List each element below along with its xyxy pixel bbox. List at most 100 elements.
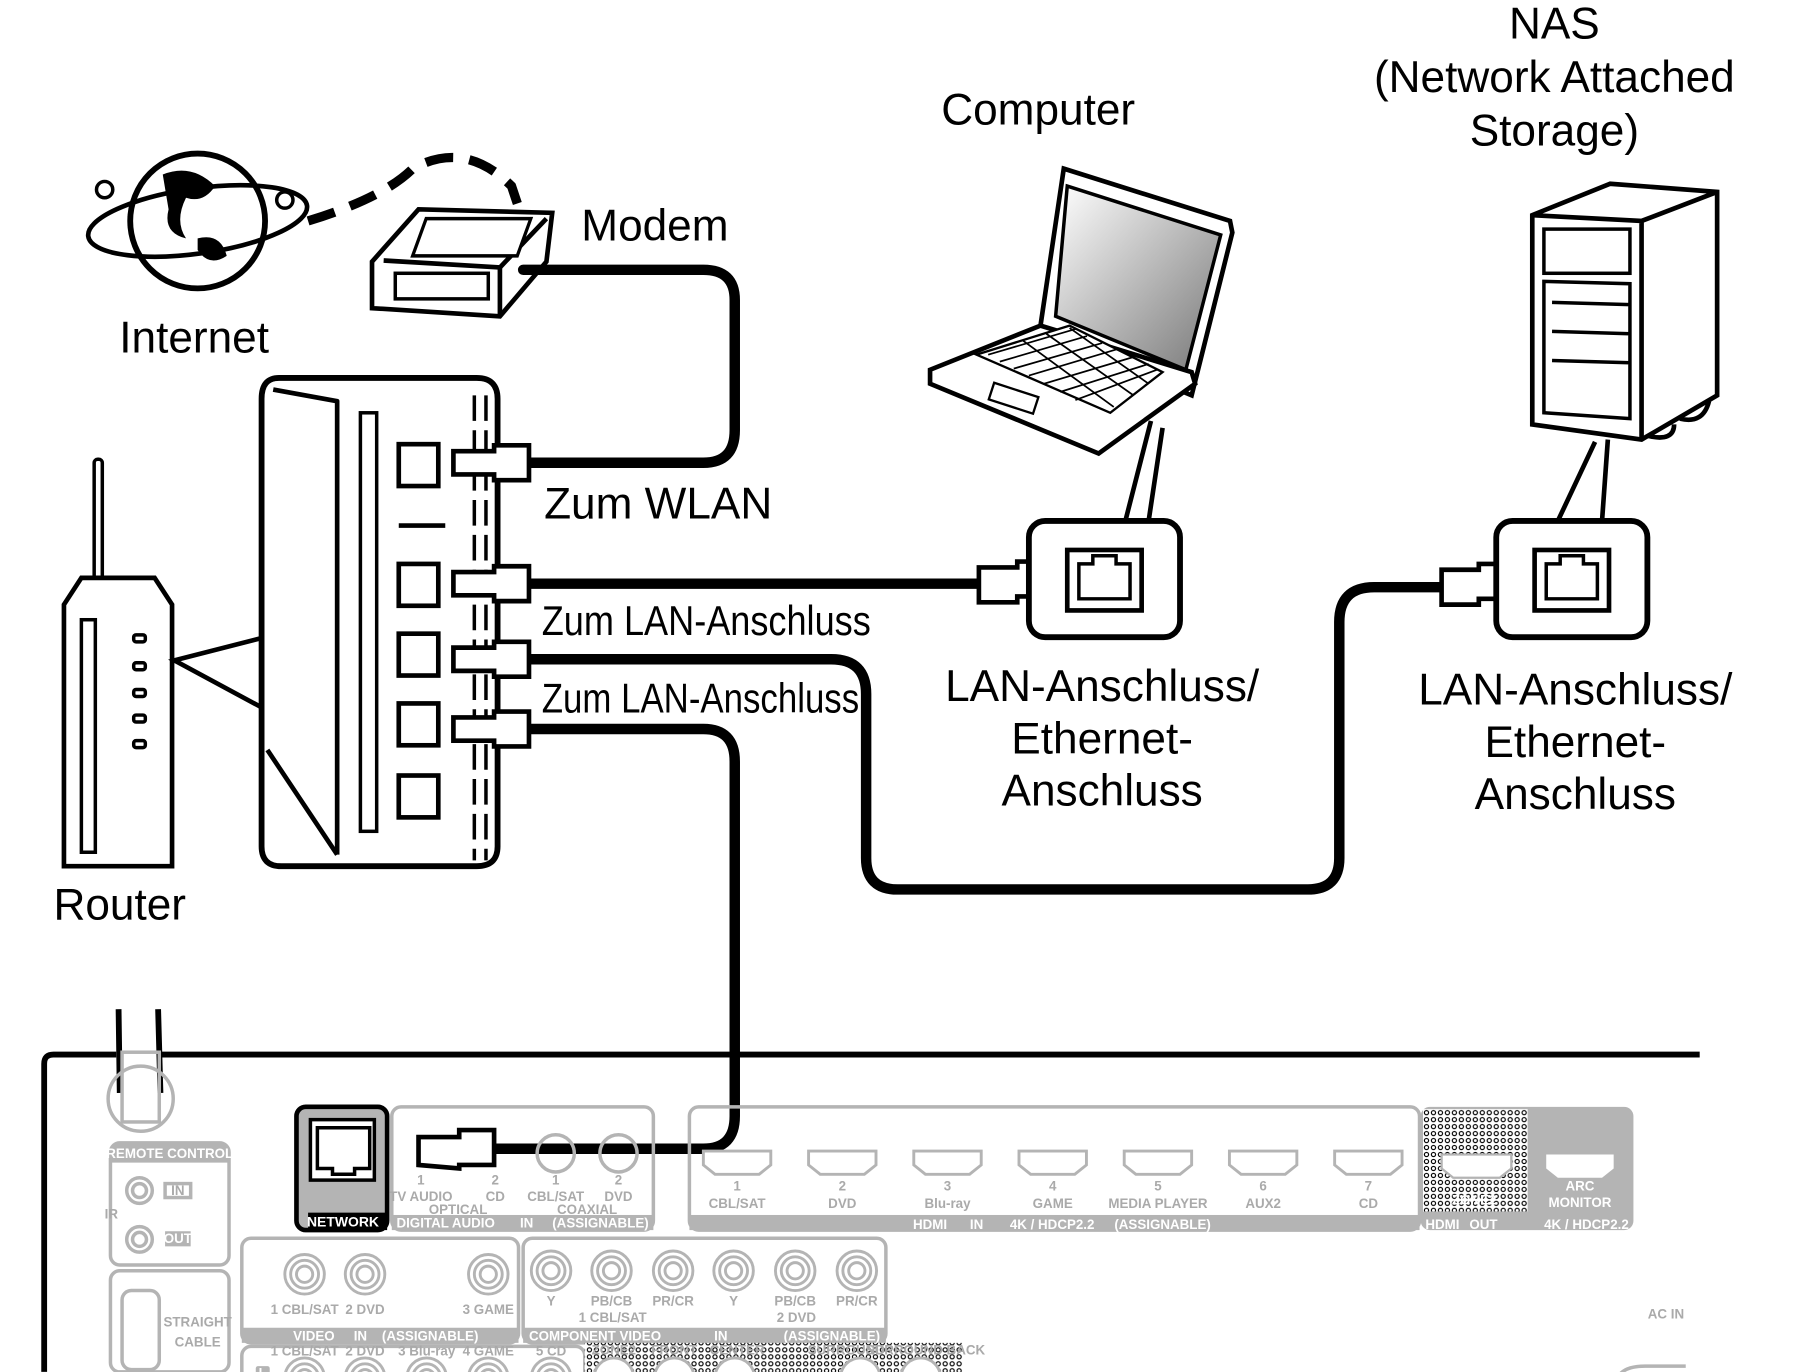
audio-in-label: 3 Blu-ray <box>398 1344 456 1359</box>
ir-label: IR <box>105 1206 119 1221</box>
svg-text:CD: CD <box>486 1189 506 1204</box>
hdmi-port-name: Blu-ray <box>924 1196 971 1211</box>
audio-in-jack[interactable] <box>530 1356 572 1372</box>
component-jack[interactable] <box>773 1249 817 1292</box>
network-port-label: NETWORK <box>307 1214 379 1230</box>
audio-in-label: 2 DVD <box>345 1344 385 1359</box>
hdmi-in-port[interactable] <box>1227 1149 1299 1176</box>
component-jack[interactable] <box>651 1249 695 1292</box>
svg-text:2: 2 <box>492 1173 499 1188</box>
wireless-link-dashed <box>306 152 522 226</box>
hdmi-in-port[interactable] <box>1333 1149 1404 1176</box>
component-port-label: Y <box>547 1294 556 1309</box>
rj45-plugs <box>416 443 1520 1172</box>
computer-port-label-line1: LAN-Anschluss/ <box>945 662 1260 711</box>
hdmi-monitor-label: MONITOR <box>1549 1195 1612 1210</box>
hdmi-port-name: MEDIA PLAYER <box>1108 1196 1208 1211</box>
nas-icon <box>1529 181 1720 522</box>
svg-text:TV AUDIO: TV AUDIO <box>389 1189 452 1204</box>
preout-jack[interactable] <box>714 1356 756 1372</box>
audio-l-label: L <box>259 1366 267 1372</box>
hdmi-port-number: 2 <box>839 1179 846 1194</box>
video-in-jack[interactable] <box>343 1253 387 1296</box>
nas-port-label-line1: LAN-Anschluss/ <box>1418 666 1733 715</box>
hdmi-port-name: CD <box>1359 1196 1379 1211</box>
hdmi-port-number: 4 <box>1049 1179 1057 1194</box>
zum-lan-label-1: Zum LAN-Anschluss <box>542 597 871 644</box>
video-assignable: (ASSIGNABLE) <box>382 1329 478 1344</box>
video-in-jack[interactable] <box>467 1253 510 1296</box>
computer-port-label-line2: Ethernet- <box>1011 714 1193 763</box>
audio-in-label: 4 GAME <box>463 1344 514 1359</box>
zum-lan-label-2: Zum LAN-Anschluss <box>542 675 859 722</box>
cable-receiver <box>488 723 740 1154</box>
video-in-jack[interactable] <box>283 1253 326 1296</box>
ir-out-label: OUT <box>164 1231 193 1246</box>
svg-text:CBL/SAT: CBL/SAT <box>527 1189 585 1204</box>
preout-jack[interactable] <box>653 1356 695 1372</box>
hdmi-in-port[interactable] <box>1122 1149 1194 1176</box>
nas-lan-port <box>1493 518 1651 641</box>
preout-jack[interactable] <box>839 1356 881 1372</box>
hdmi-port-number: 6 <box>1259 1179 1266 1194</box>
av-receiver-rear-panel: REMOTE CONTROL IR IN OUT STRAIGHT CABLE … <box>41 1009 1700 1372</box>
component-port-label: PB/CB <box>591 1294 633 1309</box>
component-jack[interactable] <box>590 1249 633 1292</box>
straight-cable-label-1: STRAIGHT <box>163 1315 232 1330</box>
hdmi-port-number: 1 <box>733 1179 741 1194</box>
hdmi-port-number: 5 <box>1154 1179 1162 1194</box>
audio-in-label: 1 CBL/SAT <box>271 1344 340 1359</box>
optical-label: OPTICAL <box>429 1202 488 1217</box>
digital-audio-assignable: (ASSIGNABLE) <box>552 1216 648 1231</box>
video-port-label: 1 CBL/SAT <box>271 1302 340 1317</box>
router-lan-ports <box>396 441 441 820</box>
component-jack[interactable] <box>835 1249 879 1292</box>
computer-lan-port <box>1025 518 1183 641</box>
hdmi-in-port[interactable] <box>701 1149 773 1176</box>
nas-port-label-line2: Ethernet- <box>1484 718 1666 767</box>
component-video-label: COMPONENT VIDEO <box>529 1329 661 1344</box>
component-group-2: 2 DVD <box>777 1310 817 1325</box>
component-jack[interactable] <box>529 1249 573 1292</box>
hdmi-in-port[interactable] <box>807 1149 878 1176</box>
remote-control-label: REMOTE CONTROL <box>106 1146 233 1161</box>
component-group-1: 1 CBL/SAT <box>579 1310 648 1325</box>
preout-jack[interactable] <box>900 1356 942 1372</box>
component-port-label: PR/CR <box>652 1294 694 1309</box>
component-port-label: Y <box>729 1294 738 1309</box>
preout-label: SURROUND <box>808 1342 886 1357</box>
hdmi-out-label: HDMI <box>1425 1217 1459 1232</box>
receiver-network-port[interactable]: NETWORK <box>294 1104 390 1233</box>
modem-label: Modem <box>581 202 728 251</box>
component-jack[interactable] <box>712 1249 755 1292</box>
internet-globe-icon <box>85 150 310 292</box>
svg-text:2: 2 <box>615 1173 622 1188</box>
nas-label-line3: Storage) <box>1470 106 1639 155</box>
hdmi-in-port[interactable] <box>1017 1149 1088 1176</box>
audio-in-jack[interactable] <box>344 1356 386 1372</box>
hdmi-zone2-label: ZONE2 <box>1452 1193 1497 1208</box>
hdmi-port-name: DVD <box>828 1196 857 1211</box>
computer-label: Computer <box>941 85 1135 134</box>
coaxial-label: COAXIAL <box>557 1202 617 1217</box>
hdmi-port-name: AUX2 <box>1245 1196 1281 1211</box>
preout-label: SURROUND BACK <box>866 1342 986 1357</box>
component-port-label: PR/CR <box>836 1294 878 1309</box>
modem-icon <box>369 206 555 319</box>
computer-port-label-line3: Anschluss <box>1002 767 1203 816</box>
hdmi-arc-label: ARC <box>1565 1179 1594 1194</box>
hdmi-in-badge: IN <box>970 1217 983 1232</box>
hdmi-in-label: HDMI <box>913 1217 947 1232</box>
router-label: Router <box>53 881 186 930</box>
hdmi-in-port[interactable] <box>912 1149 983 1176</box>
preout-label: CENTER <box>710 1342 765 1357</box>
nas-port-label-line3: Anschluss <box>1475 770 1676 819</box>
svg-text:1: 1 <box>417 1173 425 1188</box>
straight-cable-label-2: CABLE <box>175 1334 221 1349</box>
preout-jack[interactable] <box>593 1356 635 1372</box>
hdmi-out-spec: 4K / HDCP2.2 <box>1544 1217 1629 1232</box>
audio-in-jack[interactable] <box>284 1356 326 1372</box>
audio-in-jack[interactable] <box>406 1356 448 1372</box>
audio-in-jack[interactable] <box>467 1356 509 1372</box>
